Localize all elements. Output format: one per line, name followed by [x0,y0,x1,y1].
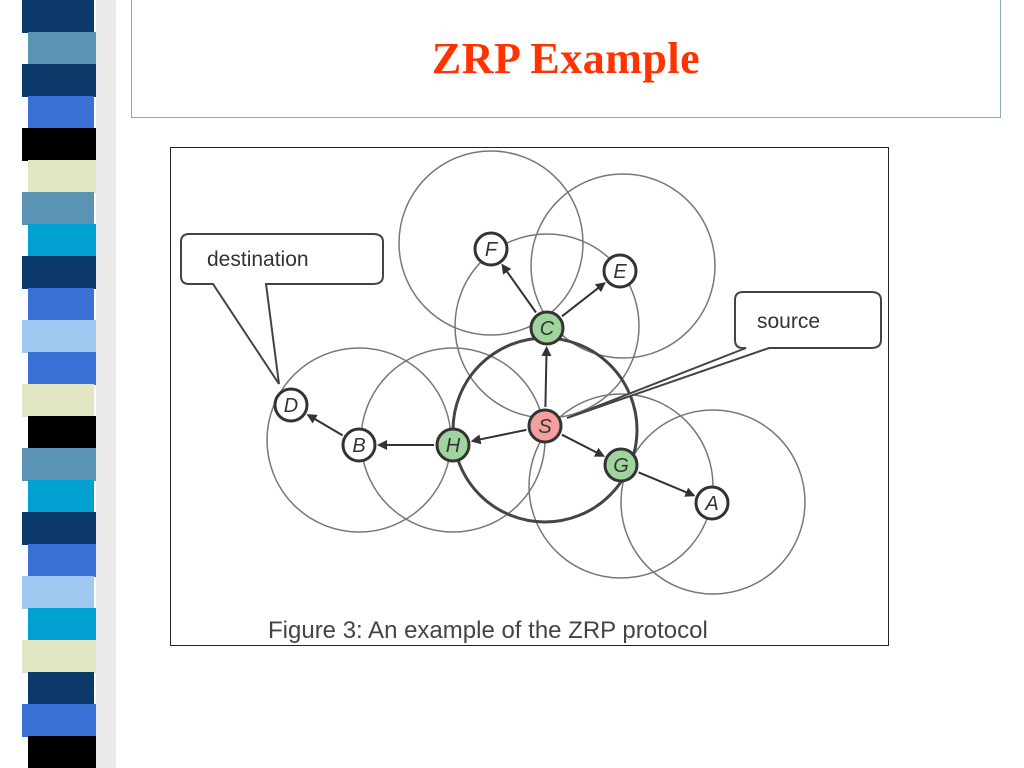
stripe-block [22,704,98,737]
network-nodes: S C H G F E B D A [273,231,730,521]
node-a: A [694,485,730,521]
stripe-block [22,384,94,417]
node-circle-e [602,253,638,289]
stripe-block [28,672,94,705]
node-circle-h [435,427,471,463]
stripe-block [22,448,98,481]
stripe-block [28,96,94,129]
stripe-block [22,192,94,225]
node-g: G [603,447,639,483]
node-circle-g [603,447,639,483]
node-label-f: F [485,239,499,261]
stripe-block [22,320,98,353]
node-h: H [435,427,471,463]
node-label-g: G [613,455,629,477]
edge-s-c [541,345,552,408]
node-circle-d [273,387,309,423]
stripe-block [28,480,94,513]
node-b: B [341,427,377,463]
decorative-side-stripe [22,0,116,768]
node-label-c: C [540,318,555,340]
edge-g-a [638,471,696,497]
zone-circle-f [398,150,584,336]
figure-caption: Figure 3: An example of the ZRP protocol [268,617,708,644]
node-label-s: S [538,416,552,438]
stripe-block [28,224,98,257]
destination-callout-text: destination [207,248,309,271]
node-f: F [473,231,509,267]
stripe-block [22,64,98,97]
destination-callout-bubble [180,233,384,385]
zrp-diagram: destination source S C H G F E B D A Figure 3: A… [180,150,882,644]
destination-callout: destination [180,233,384,385]
edge-b-d [306,414,344,437]
stripe-block [22,512,98,545]
node-label-b: B [352,435,365,457]
node-s: S [527,408,563,444]
routing-zones [266,150,806,595]
title-box: ZRP Example [131,0,1001,118]
source-callout: source [566,291,882,419]
node-label-d: D [284,395,298,417]
stripe-block [28,288,94,321]
node-circle-a [694,485,730,521]
zrp-figure: destination source S C H G F E B D A Figure 3: A… [170,147,889,646]
routing-edges [306,263,696,497]
zone-circle-a [620,409,806,595]
stripe-block [22,128,98,161]
stripe-block [28,608,98,641]
source-callout-text: source [757,310,820,333]
stripe-block [28,736,98,768]
edge-s-g [561,433,605,457]
stripe-block [28,352,98,385]
stripe-block [28,32,98,65]
stripe-shadow [96,0,116,768]
slide-title: ZRP Example [431,34,701,83]
edge-c-f [501,263,537,314]
zone-circle-e [530,173,716,359]
node-e: E [602,253,638,289]
stripe-block [22,0,94,33]
node-d: D [273,387,309,423]
edge-s-h [470,428,527,445]
stripe-block [22,640,98,673]
node-label-a: A [704,493,718,515]
stripe-block [28,544,98,577]
stripe-block [28,416,98,449]
source-callout-bubble [566,291,882,419]
node-circle-c [529,310,565,346]
node-c: C [529,310,565,346]
node-circle-f [473,231,509,267]
node-label-e: E [613,261,627,283]
node-circle-s [527,408,563,444]
stripe-block [28,160,98,193]
stripe-block [22,256,98,289]
node-label-h: H [446,435,461,457]
stripe-block [22,576,94,609]
edge-c-e [561,282,606,318]
node-circle-b [341,427,377,463]
